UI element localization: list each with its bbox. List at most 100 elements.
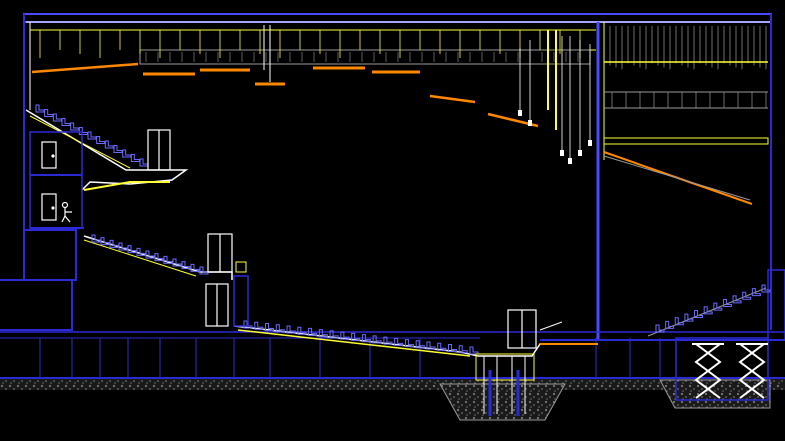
stage-light-icon (528, 120, 532, 126)
stage-light-icon (568, 158, 572, 164)
seat-icon (190, 263, 200, 272)
orchestra-pit (475, 353, 535, 416)
seat-icon (145, 250, 155, 259)
seat-icon (44, 109, 54, 117)
stage-light-icon (518, 110, 522, 116)
apron-edge (539, 321, 563, 331)
seat-icon (78, 127, 88, 135)
stage-lifts (675, 337, 769, 401)
right-tower (767, 269, 785, 341)
seat-icon (329, 330, 339, 339)
seat-icon (655, 324, 665, 333)
balcony-slab (25, 109, 189, 191)
seat-icon (113, 145, 123, 153)
door-icon (147, 129, 171, 171)
scissor-lift-icon (692, 343, 768, 399)
lower-foyer (0, 279, 73, 331)
seat-icon (372, 335, 382, 344)
seat-icon (318, 329, 328, 338)
seat-icon (684, 313, 694, 322)
seat-icon (351, 332, 361, 341)
stalls-yellow (237, 329, 471, 357)
seat-icon (394, 337, 404, 346)
seat-icon (275, 324, 285, 333)
rear-seats (655, 284, 771, 333)
fly-bars (609, 26, 767, 108)
orchestra-pit-foundation (439, 383, 566, 421)
seat-icon (751, 288, 761, 297)
seat-icon (742, 291, 752, 300)
seat-icon (163, 255, 173, 264)
seat-icon (61, 118, 71, 126)
seat-icon (426, 341, 436, 350)
stage-light-icon (578, 150, 582, 156)
doors (29, 129, 537, 349)
seat-icon (70, 122, 80, 131)
seat-icon (104, 140, 114, 149)
seat-icon (154, 253, 164, 262)
ground-band (0, 378, 785, 390)
door-icon (205, 283, 229, 327)
stage-light-icon (235, 261, 247, 273)
stage-lights (518, 36, 592, 164)
ceiling-panel-1 (31, 62, 139, 74)
door-icon (41, 141, 57, 169)
seat-icon (713, 302, 723, 311)
ceiling-hangers (39, 30, 581, 62)
mid-balcony-seats (91, 234, 209, 275)
seat-icon (665, 320, 675, 329)
fly-tower (603, 26, 769, 205)
seat-icon (127, 245, 137, 254)
seat-icon (415, 340, 425, 349)
stage-light-icon (560, 150, 564, 156)
seat-icon (199, 266, 209, 275)
mid-balcony (83, 234, 233, 280)
door-icon (507, 309, 537, 349)
seat-icon (96, 136, 106, 144)
seat-icon (130, 154, 140, 162)
seat-icon (181, 261, 191, 270)
seat-icon (469, 346, 479, 355)
outer-roof (23, 13, 772, 23)
seat-icon (109, 239, 119, 248)
seat-icon (308, 327, 318, 336)
seat-icon (447, 344, 457, 353)
seat-icon (172, 258, 182, 267)
grid-rail (603, 137, 769, 145)
ground (0, 377, 785, 421)
ceiling-panel-7 (429, 94, 476, 104)
seat-icon (265, 322, 275, 331)
stage-light-icon (588, 140, 592, 146)
seat-icon (703, 306, 713, 315)
seat-icon (722, 299, 732, 308)
seat-icon (732, 295, 742, 304)
column-block (233, 275, 249, 327)
seat-icon (254, 321, 264, 330)
seat-icon (340, 331, 350, 340)
lobby-block (23, 229, 77, 281)
person-icon (61, 201, 72, 223)
upper-balcony (25, 104, 189, 191)
ceiling-system (30, 25, 596, 164)
balcony-rail (29, 115, 131, 169)
seat-icon (91, 234, 101, 243)
seat-icon (361, 334, 371, 343)
seat-icon (404, 339, 414, 348)
seat-icon (136, 247, 146, 256)
seat-icon (297, 326, 307, 335)
seat-icon (52, 113, 62, 122)
seat-icon (437, 342, 447, 351)
seat-icon (694, 309, 704, 318)
seat-icon (118, 242, 128, 251)
balcony-soffit (83, 181, 170, 191)
door-icon (41, 193, 57, 221)
seat-icon (35, 104, 45, 113)
seat-icon (458, 345, 468, 354)
seat-icon (761, 284, 771, 293)
door-icon (207, 233, 233, 273)
lift-box (675, 337, 769, 401)
seat-icon (383, 336, 393, 345)
rear-stage-seating (647, 284, 771, 337)
